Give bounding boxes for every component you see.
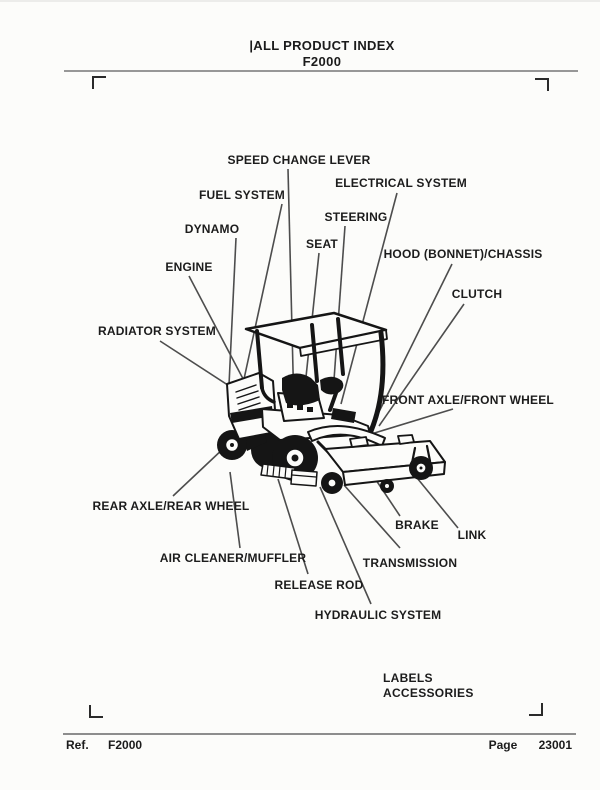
- page-number: 23001: [538, 738, 572, 752]
- leader-line-electrical-system: [340, 192, 398, 405]
- leader-line-speed-change-lever: [287, 168, 295, 411]
- leader-lines: [159, 168, 465, 605]
- crop-mark-top-left: [92, 76, 106, 89]
- footer-ref: Ref. F2000: [66, 738, 142, 752]
- leader-line-transmission: [343, 484, 401, 549]
- part-label-hydraulic-system: HYDRAULIC SYSTEM: [314, 608, 442, 622]
- part-label-transmission: TRANSMISSION: [362, 556, 458, 570]
- page-title: |ALL PRODUCT INDEX: [249, 38, 395, 53]
- leader-line-fuel-system: [243, 203, 283, 380]
- leader-line-hydraulic-system: [319, 486, 372, 605]
- part-label-clutch: CLUTCH: [451, 287, 503, 301]
- footer-page: Page 23001: [489, 738, 572, 752]
- rops-post-left-front: [255, 329, 264, 390]
- deck-lift-arms: [307, 425, 386, 447]
- part-label-engine: ENGINE: [165, 260, 213, 274]
- leader-line-release-rod: [277, 478, 309, 575]
- muffler-box: [290, 469, 318, 487]
- leader-line-hood-bonnet-chassis: [371, 263, 453, 427]
- part-label-brake: BRAKE: [395, 518, 439, 532]
- page-footer: Ref. F2000 Page 23001: [66, 738, 572, 752]
- note-accessories: ACCESSORIES: [383, 686, 474, 700]
- part-label-air-cleaner-muffler: AIR CLEANER/MUFFLER: [159, 551, 307, 565]
- crop-mark-bottom-left: [89, 705, 103, 718]
- footer-rule: [63, 733, 576, 735]
- hood-louvers: [235, 384, 261, 411]
- mower-illustration: [217, 311, 446, 494]
- leader-line-air-cleaner-muffler: [229, 471, 241, 549]
- leader-line-engine: [188, 275, 252, 395]
- crop-mark-top-right: [535, 78, 549, 91]
- corner-note: LABELS ACCESSORIES: [383, 671, 474, 701]
- seat-shape: [282, 373, 320, 406]
- leader-line-dynamo: [228, 237, 237, 386]
- leader-line-seat: [305, 252, 320, 378]
- page-header: |ALL PRODUCT INDEX F2000: [22, 38, 600, 69]
- leader-line-steering: [333, 225, 346, 381]
- rops-post-right-front: [336, 317, 345, 376]
- ref-label: Ref.: [66, 738, 89, 752]
- header-rule: [64, 70, 578, 72]
- part-label-rear-axle-rear-wheel: REAR AXLE/REAR WHEEL: [92, 499, 250, 513]
- part-label-radiator-system: RADIATOR SYSTEM: [98, 324, 216, 338]
- part-label-seat: SEAT: [306, 237, 338, 251]
- control-assembly: [331, 408, 356, 423]
- note-labels: LABELS: [383, 671, 433, 685]
- ref-value: F2000: [108, 738, 143, 752]
- part-label-steering: STEERING: [324, 210, 388, 224]
- rops-post-left-rear: [310, 323, 319, 383]
- part-label-hood-bonnet-chassis: HOOD (BONNET)/CHASSIS: [383, 247, 543, 261]
- crop-mark-bottom-right: [529, 703, 543, 716]
- steering-wheel: [320, 376, 344, 395]
- part-label-electrical-system: ELECTRICAL SYSTEM: [335, 176, 467, 190]
- leader-line-radiator-system: [159, 340, 238, 392]
- part-label-link: LINK: [457, 528, 487, 542]
- leader-line-clutch: [378, 303, 465, 427]
- model-title: F2000: [302, 54, 342, 69]
- part-label-fuel-system: FUEL SYSTEM: [199, 188, 285, 202]
- page-label: Page: [488, 738, 518, 752]
- part-label-release-rod: RELEASE ROD: [274, 578, 364, 592]
- part-label-speed-change-lever: SPEED CHANGE LEVER: [227, 153, 371, 167]
- leader-line-rear-axle-rear-wheel: [172, 446, 226, 497]
- rops-frame-right: [368, 330, 386, 434]
- part-label-front-axle-front-wheel: FRONT AXLE/FRONT WHEEL: [382, 393, 554, 407]
- part-label-dynamo: DYNAMO: [184, 222, 240, 236]
- leader-line-link: [412, 472, 459, 529]
